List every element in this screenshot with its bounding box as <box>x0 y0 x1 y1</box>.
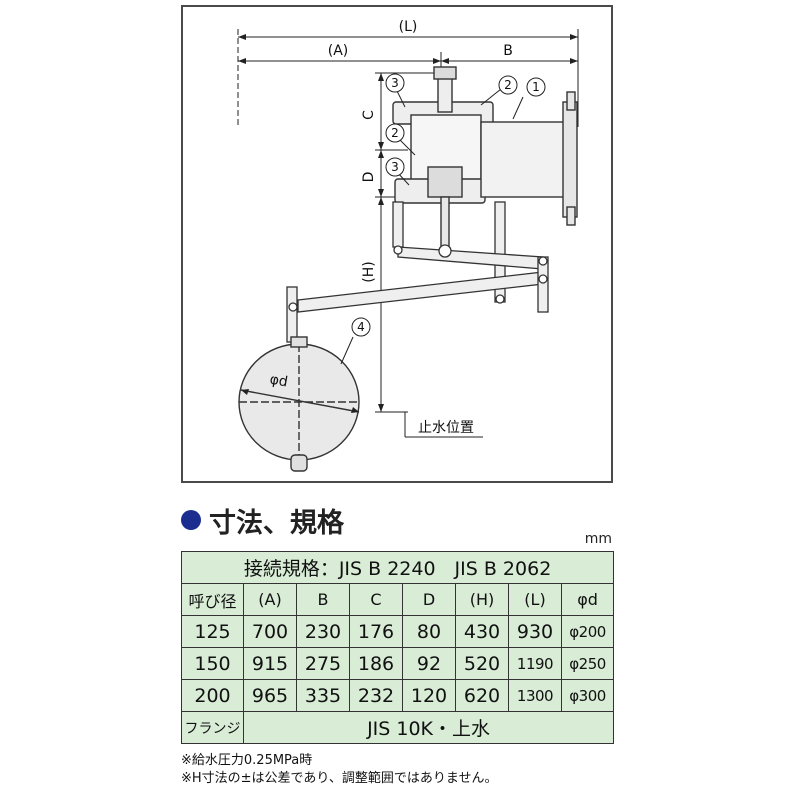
table-cell: φ250 <box>560 647 615 680</box>
table-cell: 930 <box>508 615 562 648</box>
table-row: 200 965 335 232 120 620 1300 φ300 <box>181 679 615 712</box>
table-row: 150 915 275 186 92 520 1190 φ250 <box>181 647 615 680</box>
bullet-icon <box>181 510 201 530</box>
callout-3b: 3 <box>391 160 399 174</box>
table-cell: 965 <box>243 679 297 712</box>
table-cell: 232 <box>349 679 403 712</box>
dim-B-label: B <box>503 43 513 59</box>
table-cell: 430 <box>455 615 509 648</box>
column-header: 呼び径 <box>181 583 244 616</box>
table-cell: 176 <box>349 615 403 648</box>
unit-label: mm <box>584 531 612 547</box>
column-header: φd <box>560 583 615 616</box>
dim-D-label: D <box>361 172 377 183</box>
dim-H-label: (H) <box>361 261 377 282</box>
callout-2b: 2 <box>391 126 399 140</box>
section-title: 寸法、規格 <box>181 500 344 540</box>
table-cell: 150 <box>181 647 244 680</box>
table-cell: 80 <box>402 615 456 648</box>
table-row: 125 700 230 176 80 430 930 φ200 <box>181 615 615 648</box>
table-cell: 335 <box>296 679 350 712</box>
table-cell: 915 <box>243 647 297 680</box>
table-cell: 120 <box>402 679 456 712</box>
callout-3a: 3 <box>391 76 399 90</box>
table-cell: 700 <box>243 615 297 648</box>
callout-1: 1 <box>532 80 540 94</box>
table-cell: 125 <box>181 615 244 648</box>
dim-L-label: (L) <box>399 19 418 35</box>
table-cell: φ300 <box>560 679 615 712</box>
flange-row: フランジ JIS 10K・上水 <box>181 711 615 744</box>
table-cell: 1190 <box>508 647 562 680</box>
table-header-row: 呼び径 (A) B C D (H) (L) φd <box>181 583 615 616</box>
table-cell: 275 <box>296 647 350 680</box>
table-cell: 200 <box>181 679 244 712</box>
callout-4: 4 <box>357 320 365 334</box>
column-header: (H) <box>455 583 509 616</box>
table-cell: 520 <box>455 647 509 680</box>
table-cell: 620 <box>455 679 509 712</box>
spec-table: 接続規格：JIS B 2240 JIS B 2062 呼び径 (A) B C D… <box>180 551 615 744</box>
table-cell: 230 <box>296 615 350 648</box>
connection-spec: 接続規格：JIS B 2240 JIS B 2062 <box>180 551 615 584</box>
column-header: (L) <box>508 583 562 616</box>
dim-d-label: φd <box>268 372 289 391</box>
technical-drawing: (L) (A) B C D (H) φd 1 2 3 2 3 4 止水位置 <box>181 5 613 483</box>
table-cell: 92 <box>402 647 456 680</box>
valve-diagram: (L) (A) B C D (H) φd 1 2 3 2 3 4 止水位置 <box>237 19 579 472</box>
table-cell: 1300 <box>508 679 562 712</box>
column-header: D <box>402 583 456 616</box>
flange-value: JIS 10K・上水 <box>242 711 615 744</box>
column-header: B <box>296 583 350 616</box>
dim-C-label: C <box>361 110 377 120</box>
column-header: C <box>349 583 403 616</box>
column-header: (A) <box>243 583 297 616</box>
table-cell: 186 <box>349 647 403 680</box>
footnotes: ※給水圧力0.25MPa時 ※H寸法の±は公差であり、調整範囲ではありません。 <box>181 752 498 788</box>
table-cell: φ200 <box>560 615 615 648</box>
callout-2a: 2 <box>504 78 512 92</box>
section-title-text: 寸法、規格 <box>209 507 344 539</box>
footnote: ※給水圧力0.25MPa時 <box>181 753 313 768</box>
dim-A-label: (A) <box>328 43 349 59</box>
stop-water-position-label: 止水位置 <box>418 420 474 436</box>
flange-label: フランジ <box>181 711 244 744</box>
footnote: ※H寸法の±は公差であり、調整範囲ではありません。 <box>181 771 498 786</box>
